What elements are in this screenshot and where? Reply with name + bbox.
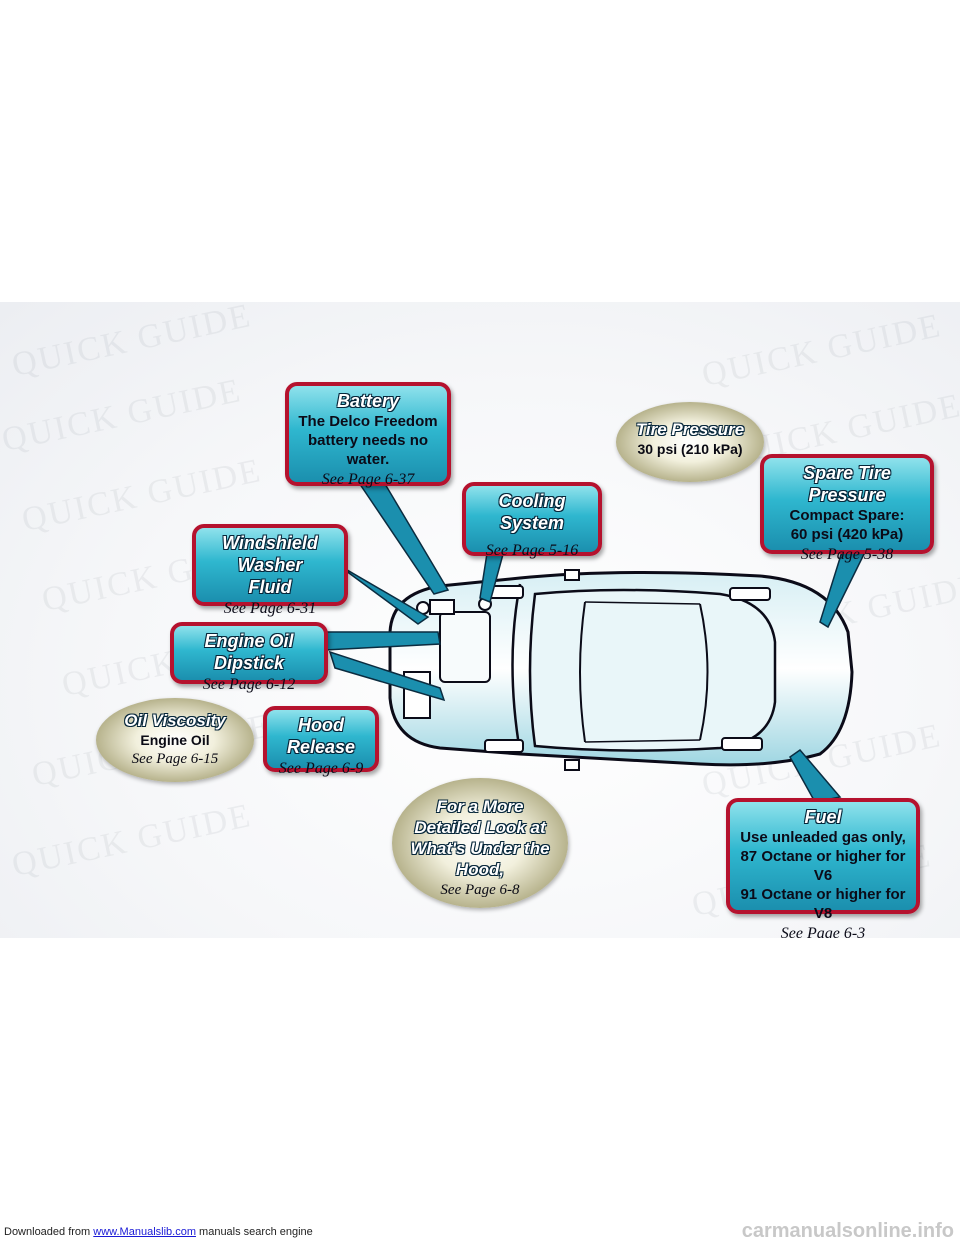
spare-tire-text-2: 60 psi (420 kPa) bbox=[790, 526, 904, 543]
footer-suffix: manuals search engine bbox=[195, 1226, 313, 1238]
oil-viscosity-oval: Oil Viscosity Engine Oil See Page 6-15 bbox=[96, 698, 254, 782]
footer: Downloaded from www.Manualslib.com manua… bbox=[0, 1220, 960, 1242]
car-top-view-diagram bbox=[314, 461, 872, 803]
battery-text-1: The Delco Freedom bbox=[298, 413, 438, 430]
oil-viscosity-title: Oil Viscosity bbox=[124, 711, 226, 730]
footer-watermark: carmanualsonline.info bbox=[741, 1220, 954, 1242]
tire-pressure-oval: Tire Pressure 30 psi (210 kPa) bbox=[616, 402, 764, 482]
under-hood-text-1: For a More bbox=[436, 797, 524, 816]
battery-title: Battery bbox=[336, 391, 400, 411]
spare-tire-text-1: Compact Spare: bbox=[789, 507, 905, 524]
footer-source: Downloaded from www.Manualslib.com manua… bbox=[4, 1226, 313, 1238]
fuel-title: Fuel bbox=[804, 807, 842, 827]
cooling-system-callout: Cooling System See Page 5-16 bbox=[462, 482, 602, 559]
under-hood-text-2: Detailed Look at bbox=[414, 818, 546, 837]
under-hood-page-ref: See Page 6-8 bbox=[440, 882, 520, 898]
washer-fluid-title-1: Windshield Washer bbox=[222, 533, 318, 575]
quick-guide-panel: QUICK GUIDE QUICK GUIDE QUICK GUIDE QUIC… bbox=[0, 302, 960, 938]
spare-tire-title: Spare Tire Pressure bbox=[803, 463, 891, 505]
oil-dipstick-title: Engine Oil Dipstick bbox=[204, 631, 294, 673]
tire-pressure-text: 30 psi (210 kPa) bbox=[637, 441, 743, 457]
hood-release-title: Hood Release bbox=[286, 715, 356, 757]
hood-release-callout: Hood Release See Page 6-9 bbox=[263, 706, 379, 777]
cooling-system-page-ref: See Page 5-16 bbox=[485, 542, 579, 559]
fuel-text-3: 91 Octane or higher for V8 bbox=[740, 886, 906, 922]
fuel-callout: Fuel Use unleaded gas only, 87 Octane or… bbox=[726, 798, 920, 938]
washer-fluid-page-ref: See Page 6-31 bbox=[223, 600, 317, 617]
oil-dipstick-page-ref: See Page 6-12 bbox=[202, 676, 296, 693]
battery-callout: Battery The Delco Freedom battery needs … bbox=[285, 382, 451, 488]
oil-viscosity-text: Engine Oil bbox=[140, 732, 210, 748]
washer-fluid-title-2: Fluid bbox=[248, 577, 292, 597]
under-hood-text-3: What's Under the Hood, bbox=[410, 839, 550, 879]
battery-text-2: battery needs no water. bbox=[307, 432, 429, 468]
under-hood-oval: For a More Detailed Look at What's Under… bbox=[392, 778, 568, 908]
hood-release-page-ref: See Page 6-9 bbox=[278, 760, 364, 777]
oil-dipstick-callout: Engine Oil Dipstick See Page 6-12 bbox=[170, 622, 328, 693]
fuel-text-1: Use unleaded gas only, bbox=[740, 829, 906, 846]
battery-page-ref: See Page 6-37 bbox=[321, 471, 415, 488]
washer-fluid-callout: Windshield Washer Fluid See Page 6-31 bbox=[192, 524, 348, 617]
cooling-system-title: Cooling System bbox=[498, 491, 566, 533]
spare-tire-callout: Spare Tire Pressure Compact Spare: 60 ps… bbox=[760, 454, 934, 563]
spare-tire-page-ref: See Page 5-38 bbox=[800, 546, 894, 563]
fuel-page-ref: See Page 6-3 bbox=[780, 925, 866, 938]
oil-viscosity-page-ref: See Page 6-15 bbox=[131, 751, 219, 767]
manualslib-link[interactable]: www.Manualslib.com bbox=[93, 1226, 196, 1238]
fuel-text-2: 87 Octane or higher for V6 bbox=[740, 848, 906, 884]
footer-prefix: Downloaded from bbox=[4, 1226, 94, 1238]
tire-pressure-title: Tire Pressure bbox=[635, 420, 745, 439]
